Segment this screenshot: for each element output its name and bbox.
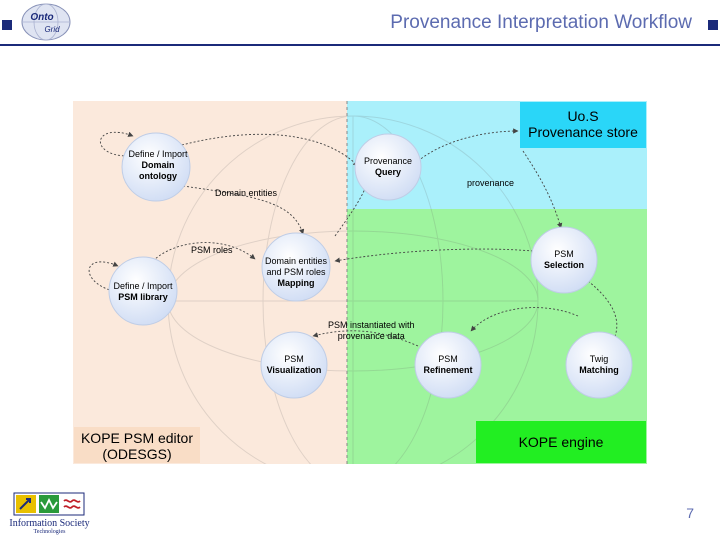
label-line: Twig xyxy=(589,354,609,364)
page-title: Provenance Interpretation Workflow xyxy=(390,12,692,33)
flow-label-psm-instantiated: PSM instantiated with provenance data xyxy=(328,320,415,342)
node-visualization xyxy=(260,331,328,399)
logo-text-top: Onto xyxy=(30,12,53,23)
store-label: Uo.S Provenance store xyxy=(520,108,646,140)
node-provenance-query-label: Provenance Query xyxy=(348,156,428,178)
label-line: ontology xyxy=(139,171,177,181)
label-line: Define / Import xyxy=(113,281,173,291)
arrow-selection-to-twig xyxy=(587,280,618,342)
arrow-twig-to-refinement xyxy=(470,307,579,332)
node-refinement xyxy=(414,331,482,399)
label-line: PSM xyxy=(438,354,458,364)
flow-label-psm-roles: PSM roles xyxy=(191,245,233,255)
editor-label: KOPE PSM editor (ODESGS) xyxy=(74,430,200,462)
arrow-psm-self-loop xyxy=(88,261,119,292)
arrow-mapping-to-query xyxy=(334,180,370,237)
label-line: Selection xyxy=(543,260,584,270)
header-rule xyxy=(0,44,720,46)
flow-label-domain-entities: Domain entities xyxy=(215,188,278,198)
label-line: PSM xyxy=(284,354,304,364)
node-domain-ontology-label: Define / Import Domain ontology xyxy=(118,149,198,182)
editor-label-line2: (ODESGS) xyxy=(102,446,172,462)
node-twig-matching xyxy=(565,331,633,399)
label-line: Domain xyxy=(141,160,175,170)
ist-logo: Information Society Technologies xyxy=(2,490,97,538)
node-provenance-query xyxy=(354,133,422,201)
node-twig-matching-label: Twig Matching xyxy=(559,354,639,376)
flow-label-provenance: provenance xyxy=(467,178,515,188)
node-mapping-label: Domain entities and PSM roles Mapping xyxy=(253,256,339,289)
engine-label-box xyxy=(476,421,646,463)
ist-title: Information Society xyxy=(9,518,90,529)
node-domain-ontology xyxy=(121,132,191,202)
arrow-domain-to-query xyxy=(177,133,359,167)
store-label-box xyxy=(520,102,646,148)
node-mapping xyxy=(261,232,331,302)
ist-subtitle: Technologies xyxy=(33,529,66,535)
label-line: and PSM roles xyxy=(266,267,326,277)
store-label-line2: Provenance store xyxy=(528,124,638,140)
label-line: Provenance xyxy=(363,156,413,166)
label-line: Matching xyxy=(579,365,619,375)
label-line: PSM library xyxy=(118,292,168,302)
header-square-right xyxy=(708,20,718,30)
editor-label-box xyxy=(74,427,200,463)
label-line: Domain entities xyxy=(264,256,328,266)
label-line: PSM instantiated with xyxy=(328,320,415,330)
engine-label: KOPE engine xyxy=(518,434,604,450)
node-refinement-label: PSM Refinement xyxy=(408,354,488,376)
label-line: Define / Import xyxy=(128,149,188,159)
label-line: Visualization xyxy=(266,365,322,375)
label-line: Refinement xyxy=(423,365,473,375)
workflow-diagram: Uo.S Provenance store KOPE engine KOPE P… xyxy=(73,101,647,464)
editor-label-line1: KOPE PSM editor xyxy=(80,430,194,446)
label-line: Query xyxy=(374,167,401,177)
arrow-selection-to-mapping xyxy=(334,248,534,263)
label-line: provenance data xyxy=(337,331,405,341)
logo-text-bottom: Grid xyxy=(44,25,60,34)
node-selection xyxy=(530,226,598,294)
node-psm-library xyxy=(108,256,178,326)
label-line: PSM xyxy=(554,249,574,259)
arrow-psm-roles xyxy=(152,242,256,262)
node-psm-library-label: Define / Import PSM library xyxy=(103,281,183,303)
ontogrid-logo: Onto Grid xyxy=(20,2,72,42)
store-label-line1: Uo.S xyxy=(567,108,599,124)
header-square-left xyxy=(2,20,12,30)
page-number: 7 xyxy=(686,505,694,521)
arrow-domain-entities xyxy=(182,185,305,235)
label-line: Mapping xyxy=(277,278,315,288)
node-visualization-label: PSM Visualization xyxy=(254,354,334,376)
node-selection-label: PSM Selection xyxy=(524,249,604,271)
arrow-refinement-to-visualization xyxy=(312,330,419,347)
